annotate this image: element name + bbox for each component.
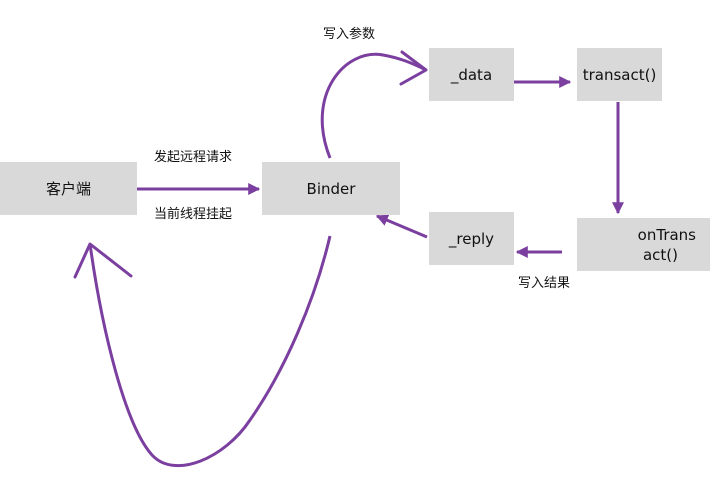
node-data-label: _data [450,65,493,84]
node-transact: transact() [577,48,662,101]
node-client-label: 客户端 [45,179,91,198]
node-reply: _reply [429,212,514,265]
edge-binder-to-data-arrowhead [399,50,428,86]
node-reply-label: _reply [448,229,495,248]
node-binder: Binder [262,162,400,215]
node-transact-label: transact() [582,65,657,84]
node-data: _data [429,48,514,101]
node-ontransact-label-line2: act() [642,245,678,264]
edge-label-write-params: 写入参数 [323,27,376,42]
node-ontransact: onTrans act() [577,218,710,271]
edge-binder-to-client [88,235,332,467]
edge-binder-to-data [320,52,427,159]
node-client: 客户端 [0,162,137,215]
edge-label-write-result: 写入结果 [518,276,571,291]
node-ontransact-label-line1: onTrans [637,225,696,244]
edge-reply-to-binder [375,214,428,239]
edge-label-suspend-current-thread: 当前线程挂起 [154,207,233,222]
edge-binder-to-client-arrowhead [73,242,133,279]
node-binder-label: Binder [306,179,356,198]
edge-label-initiate-remote-request: 发起远程请求 [154,150,233,165]
